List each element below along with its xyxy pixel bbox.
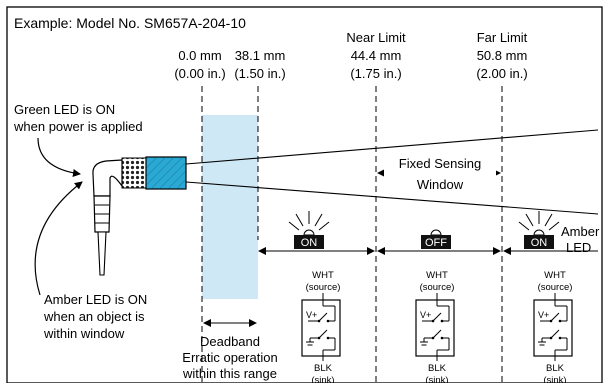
window-label: Fixed Sensing	[399, 156, 481, 171]
output-wiring: WHT (source) V+ BLK (sink)	[533, 270, 573, 383]
output-box	[301, 299, 341, 357]
led-badge	[421, 235, 451, 249]
wire-type-top: (source)	[306, 282, 341, 293]
led-state: ON	[301, 237, 318, 249]
led-state: ON	[531, 237, 548, 249]
led-ray	[288, 221, 300, 231]
distance-mm: 50.8 mm	[477, 48, 528, 63]
distance-mm: 38.1 mm	[235, 48, 286, 63]
led-ray	[295, 213, 304, 227]
deadband-label: within this range	[182, 366, 277, 381]
deadband-label: Deadband	[200, 334, 260, 349]
led-ray	[314, 213, 323, 227]
wire-color-bottom: BLK	[428, 363, 447, 374]
distance-caption: Far Limit	[477, 30, 528, 45]
switch-blade	[432, 312, 442, 322]
distance-labels: Near Limit Far Limit 0.0 mm 38.1 mm 44.4…	[174, 30, 527, 81]
beam-lower-edge	[185, 181, 599, 215]
sensor-housing	[92, 159, 123, 197]
led-ray	[548, 221, 560, 231]
led-ray	[544, 213, 553, 227]
amber-led-note-line: when an object is	[43, 309, 145, 324]
sensor	[92, 156, 187, 276]
green-led-note: Green LED is ON when power is applied	[13, 102, 143, 134]
output-wiring: WHT (source) V+ BLK (sink)	[301, 270, 341, 383]
switch-blade	[432, 329, 442, 339]
distance-inch: (1.50 in.)	[234, 66, 285, 81]
sensor-knurled-collar	[121, 157, 147, 189]
led-indicator: ON	[518, 211, 560, 249]
output-box	[533, 299, 573, 357]
led-indicator: ON	[288, 211, 330, 249]
wire-type-bottom: (sink)	[543, 375, 566, 383]
sensor-body-hatch	[146, 157, 186, 189]
wire-type-bottom: (sink)	[311, 375, 334, 383]
led-ray	[525, 213, 534, 227]
distance-inch: (1.75 in.)	[350, 66, 401, 81]
amber-led-note-line: within window	[43, 326, 125, 341]
led-dome	[303, 229, 315, 236]
switch-blade	[550, 312, 560, 322]
led-state: OFF	[425, 237, 447, 249]
deadband-label: Erratic operation	[182, 350, 277, 365]
led-indicator: OFF	[421, 229, 451, 249]
example-title: Example: Model No. SM657A-204-10	[14, 15, 246, 31]
distance-caption: Near Limit	[346, 30, 406, 45]
amber-led-note: Amber LED is ON when an object is within…	[43, 292, 151, 341]
switch-blade	[318, 312, 328, 322]
wire-color-bottom: BLK	[314, 363, 333, 374]
distance-inch: (2.00 in.)	[476, 66, 527, 81]
led-dome	[533, 229, 545, 236]
wire-color-top: WHT	[426, 270, 448, 281]
output-wiring: WHT (source) V+ BLK (sink)	[415, 270, 455, 383]
fixed-sensing-window: Fixed Sensing Window	[377, 153, 501, 193]
diagram-frame	[6, 6, 603, 383]
led-ray	[518, 221, 530, 231]
amber-led-note-line: Amber LED is ON	[44, 292, 147, 307]
distance-mm: 0.0 mm	[178, 48, 221, 63]
output-box	[415, 299, 455, 357]
wire-color-top: WHT	[544, 270, 566, 281]
led-dome	[430, 229, 442, 236]
led-badge	[294, 235, 324, 249]
deadband-region	[202, 115, 258, 299]
amber-led-arrow	[34, 181, 83, 296]
window-label: Window	[417, 177, 464, 192]
window-label-box	[384, 153, 496, 193]
amber-led-label: LED	[566, 240, 591, 255]
green-led-note-line: when power is applied	[13, 119, 143, 134]
distance-mm: 44.4 mm	[351, 48, 402, 63]
green-led-arrow	[37, 137, 81, 177]
switch-blade	[318, 329, 328, 339]
reference-lines	[201, 86, 503, 383]
wire-color-top: WHT	[312, 270, 334, 281]
green-led-note-line: Green LED is ON	[14, 102, 115, 117]
wire-color-bottom: BLK	[546, 363, 565, 374]
wire-type-top: (source)	[538, 282, 573, 293]
led-badge	[524, 235, 554, 249]
wire-type-top: (source)	[420, 282, 455, 293]
distance-inch: (0.00 in.)	[174, 66, 225, 81]
wire-type-bottom: (sink)	[425, 375, 448, 383]
supply-label: V+	[306, 310, 317, 320]
led-ray	[318, 221, 330, 231]
switch-blade	[550, 329, 560, 339]
amber-led-label: Amber	[561, 224, 600, 239]
supply-label: V+	[538, 310, 549, 320]
beam-upper-edge	[185, 129, 599, 165]
supply-label: V+	[420, 310, 431, 320]
cable	[97, 231, 107, 276]
